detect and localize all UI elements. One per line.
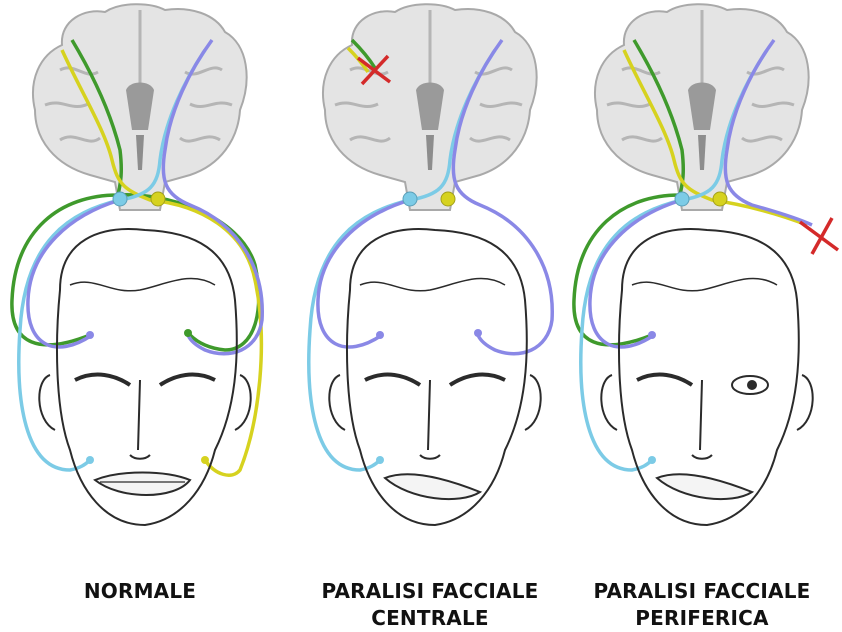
terminal-dot bbox=[474, 329, 482, 337]
diagram-periferica bbox=[562, 0, 842, 631]
panel-centrale: PARALISI FACCIALE CENTRALE bbox=[290, 0, 570, 631]
nucleus-right bbox=[713, 192, 727, 206]
nucleus-right bbox=[441, 192, 455, 206]
caption-line-1: NORMALE bbox=[0, 578, 280, 605]
terminal-dot bbox=[184, 329, 192, 337]
nucleus-left bbox=[113, 192, 127, 206]
caption-normale: NORMALE bbox=[0, 578, 280, 605]
brain-coronal-section bbox=[323, 4, 537, 210]
panel-periferica: PARALISI FACCIALE PERIFERICA bbox=[562, 0, 842, 631]
nucleus-left bbox=[675, 192, 689, 206]
terminal-dot bbox=[648, 456, 656, 464]
nucleus-left bbox=[403, 192, 417, 206]
diagram-centrale bbox=[290, 0, 570, 631]
brain-coronal-section bbox=[595, 4, 809, 210]
terminal-dot bbox=[648, 331, 656, 339]
terminal-dot bbox=[376, 331, 384, 339]
face-sketch bbox=[329, 229, 540, 525]
terminal-dot bbox=[86, 331, 94, 339]
nucleus-right bbox=[151, 192, 165, 206]
caption-periferica: PARALISI FACCIALE PERIFERICA bbox=[562, 578, 842, 632]
caption-line-2: CENTRALE bbox=[290, 605, 570, 632]
caption-centrale: PARALISI FACCIALE CENTRALE bbox=[290, 578, 570, 632]
caption-line-1: PARALISI FACCIALE bbox=[562, 578, 842, 605]
face-sketch bbox=[39, 229, 250, 525]
panel-normale: NORMALE bbox=[0, 0, 280, 631]
caption-line-1: PARALISI FACCIALE bbox=[290, 578, 570, 605]
terminal-dot bbox=[201, 456, 209, 464]
face-sketch bbox=[601, 229, 812, 525]
diagram-normale bbox=[0, 0, 280, 631]
terminal-dot bbox=[376, 456, 384, 464]
terminal-dot bbox=[86, 456, 94, 464]
caption-line-2: PERIFERICA bbox=[562, 605, 842, 632]
brain-coronal-section bbox=[33, 4, 247, 210]
